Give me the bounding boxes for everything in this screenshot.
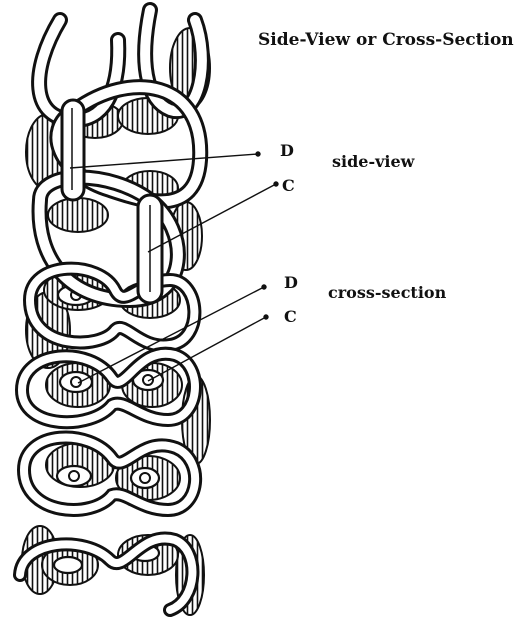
leader-line-side-view-d [70,154,258,168]
core-outer [54,557,82,573]
label-cross-section: cross-section [328,283,446,302]
core [143,375,153,385]
label-side-view-c: C [282,176,295,195]
label-cross-section-d: D [284,273,298,292]
figure-title: Side-View or Cross-Section [258,30,514,50]
core [140,473,150,483]
label-side-view: side-view [332,152,414,171]
label-cross-section-c: C [284,307,297,326]
core [69,471,79,481]
label-side-view-d: D [280,141,294,160]
lobe [48,198,108,232]
link-side-view-upper [62,100,84,200]
